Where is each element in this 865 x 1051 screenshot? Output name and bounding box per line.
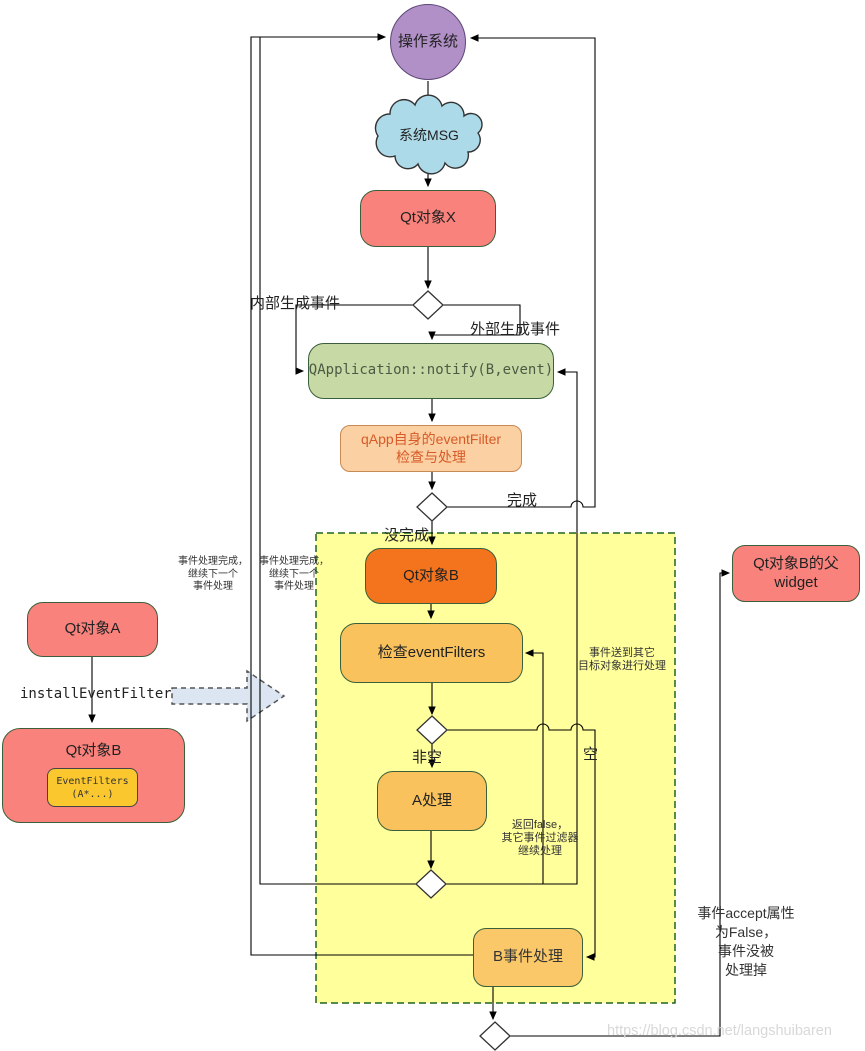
edge-empty-to-bhandler — [447, 723, 596, 961]
annotation-accept-false-line4: 处理掉 — [725, 962, 767, 978]
annotation-accept-false: 事件accept属性 为False， 事件没被 处理掉 — [686, 904, 806, 980]
node-system-msg-label: 系统MSG — [399, 127, 459, 144]
annotation-loop-outer-line2: 继续下一个 — [188, 568, 238, 580]
node-parent-widget: Qt对象B的父 widget — [732, 545, 860, 602]
node-b-event-handler-label: B事件处理 — [492, 948, 563, 966]
annotation-return-false-line3: 继续处理 — [518, 845, 562, 857]
node-eventfilters-list: EventFilters (A*...) — [47, 768, 138, 807]
edge-renotify-loop — [445, 368, 578, 885]
node-qt-object-a: Qt对象A — [27, 602, 158, 657]
node-qt-object-b-left: Qt对象B — [2, 728, 185, 823]
annotation-forward-line2: 目标对象进行处理 — [578, 660, 666, 672]
node-check-eventfilters-label: 检查eventFilters — [377, 643, 486, 661]
decision-after-bhandler — [479, 1021, 511, 1051]
connectors — [88, 33, 731, 1037]
edge-outer-loop-to-os — [250, 33, 473, 956]
edge-internal-event — [295, 304, 414, 375]
edge-label-empty: 空 — [583, 746, 599, 763]
edge-label-install-eventfilter: installEventFilter — [20, 686, 172, 702]
annotation-loop-inner-line2: 继续下一个 — [269, 568, 319, 580]
node-qapp-eventfilter-line2: 检查与处理 — [396, 448, 466, 465]
node-system-msg: 系统MSG — [383, 121, 475, 151]
node-a-handler: A处理 — [377, 771, 487, 831]
node-parent-widget-line1: Qt对象B的父 — [753, 554, 839, 572]
annotation-return-false-line2: 其它事件过滤器 — [501, 832, 579, 844]
node-qt-object-a-label: Qt对象A — [64, 620, 121, 638]
annotation-forward-line1: 事件送到其它 — [589, 647, 655, 659]
decision-filters-empty — [416, 715, 448, 745]
node-parent-widget-line2: widget — [774, 573, 818, 591]
edge-inner-loop-to-os — [259, 37, 417, 885]
node-qapp-eventfilter: qApp自身的eventFilter 检查与处理 — [340, 425, 522, 472]
node-qt-object-b-left-label: Qt对象B — [65, 742, 122, 759]
node-eventfilters-list-line1: EventFilters — [56, 775, 129, 787]
annotation-accept-false-line1: 事件accept属性 — [697, 905, 795, 921]
watermark: https://blog.csdn.net/langshuibaren — [607, 1023, 832, 1039]
node-qt-object-b-target-label: Qt对象B — [403, 566, 459, 584]
node-a-handler-label: A处理 — [411, 791, 452, 809]
edge-label-done: 完成 — [507, 492, 538, 509]
annotation-accept-false-line3: 事件没被 — [718, 943, 774, 959]
edge-to-parent-widget — [509, 569, 731, 1037]
decision-after-ahandler — [415, 869, 447, 899]
node-eventfilters-list-line2: (A*...) — [71, 788, 114, 800]
edge-returnfalse-loop — [524, 649, 544, 884]
node-qt-object-x: Qt对象X — [360, 190, 496, 247]
edge-label-not-done: 没完成 — [384, 527, 430, 544]
annotation-accept-false-line2: 为False， — [714, 924, 778, 940]
decisions — [412, 290, 511, 1051]
decision-qapp-done — [416, 492, 448, 522]
annotation-forward-other-target: 事件送到其它 目标对象进行处理 — [578, 647, 666, 673]
annotation-loop-outer-line3: 事件处理 — [193, 581, 233, 592]
decision-event-source — [412, 290, 444, 320]
edge-label-non-empty: 非空 — [412, 749, 443, 766]
annotation-loop-inner-line3: 事件处理 — [274, 581, 314, 592]
node-operating-system-label: 操作系统 — [397, 32, 458, 50]
annotation-return-false-line1: 返回false， — [511, 819, 569, 831]
event-dispatch-region — [315, 532, 676, 1004]
install-eventfilter-block-arrow — [171, 669, 286, 723]
annotation-loop-inner: 事件处理完成， 继续下一个 事件处理 — [256, 556, 332, 594]
node-check-eventfilters: 检查eventFilters — [340, 623, 523, 683]
system-msg-cloud — [374, 94, 483, 175]
node-qapplication-notify-label: QApplication::notify(B,event) — [308, 362, 554, 379]
node-qapp-eventfilter-line1: qApp自身的eventFilter — [360, 431, 502, 447]
annotation-return-false: 返回false， 其它事件过滤器 继续处理 — [496, 819, 584, 858]
node-operating-system: 操作系统 — [390, 4, 466, 80]
annotation-loop-outer: 事件处理完成， 继续下一个 事件处理 — [175, 556, 251, 594]
node-qt-object-b-target: Qt对象B — [365, 548, 497, 604]
annotation-loop-inner-line1: 事件处理完成， — [259, 556, 329, 567]
edge-label-external-event: 外部生成事件 — [470, 321, 561, 338]
edge-external-event — [428, 304, 521, 341]
node-qapplication-notify: QApplication::notify(B,event) — [308, 343, 554, 399]
node-qt-object-x-label: Qt对象X — [400, 209, 456, 227]
annotation-loop-outer-line1: 事件处理完成， — [178, 556, 248, 567]
edge-label-internal-event: 内部生成事件 — [250, 295, 341, 312]
node-b-event-handler: B事件处理 — [473, 928, 583, 987]
edge-done-loop-to-os — [446, 34, 596, 508]
